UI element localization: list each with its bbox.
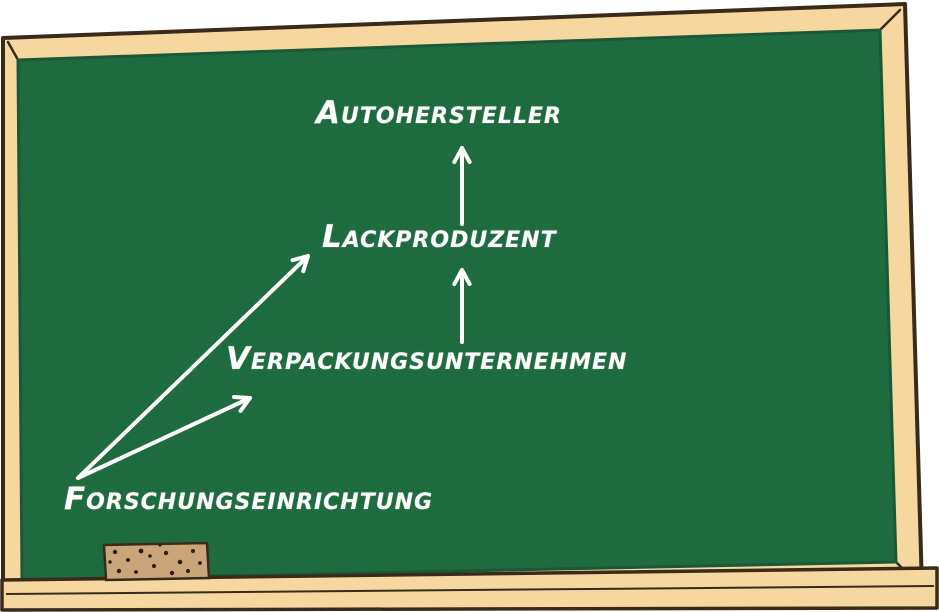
node-forschungseinrichtung: Forschungseinrichtung	[64, 481, 434, 517]
arrow-forschungseinrichtung-to-verpackungsunternehmen	[76, 396, 252, 480]
arrowhead-lackproduzent-to-autohersteller	[452, 146, 472, 165]
chalk-tray	[0, 566, 939, 612]
arrowhead-forschungseinrichtung-to-lackproduzent	[290, 254, 310, 274]
node-verpackungsunternehmen: Verpackungsunternehmen	[226, 341, 628, 377]
node-lackproduzent: Lackproduzent	[322, 219, 557, 255]
arrowhead-forschungseinrichtung-to-verpackungsunternehmen	[232, 394, 252, 413]
eraser-icon	[102, 541, 211, 582]
arrowhead-verpackungsunternehmen-to-lackproduzent	[452, 268, 472, 287]
node-autohersteller: Autohersteller	[316, 95, 562, 131]
diagram-edges	[76, 146, 472, 480]
chalk-tray-edge	[5, 585, 935, 595]
arrow-forschungseinrichtung-to-lackproduzent	[76, 254, 310, 480]
board-surface	[16, 28, 898, 582]
